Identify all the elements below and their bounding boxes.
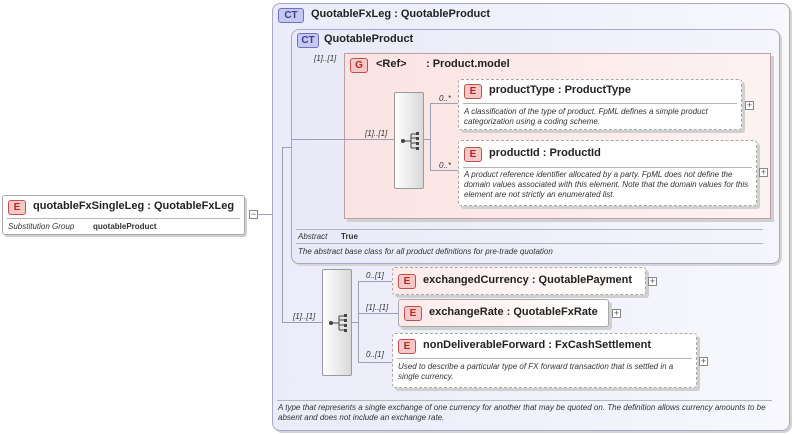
root-element-card[interactable]: E quotableFxSingleLeg : QuotableFxLeg Su…	[2, 195, 245, 235]
sequence-icon	[401, 132, 419, 150]
group-occurrence: [1]..[1]	[314, 54, 337, 63]
element-doc: Used to describe a particular type of FX…	[398, 362, 674, 381]
outer-type-doc: A type that represents a single exchange…	[278, 403, 766, 422]
connector	[430, 170, 458, 171]
outer-type-title: QuotableFxLeg : QuotableProduct	[311, 8, 491, 20]
connector	[430, 103, 458, 104]
connector	[358, 281, 392, 282]
divider	[296, 243, 763, 244]
exchanged-currency-element[interactable]: E exchangedCurrency : QuotablePayment	[392, 267, 646, 295]
element-badge: E	[398, 339, 416, 354]
group-name: : Product.model	[426, 58, 510, 70]
connector	[258, 214, 282, 215]
divider	[397, 358, 692, 359]
connector	[291, 139, 394, 140]
connector	[282, 147, 283, 322]
group-badge: G	[350, 58, 368, 73]
element-title: productId : ProductId	[489, 147, 601, 159]
sequence-occurrence: [1]..[1]	[365, 129, 388, 138]
sequence-compositor[interactable]	[322, 269, 352, 376]
element-occurrence: 0..*	[439, 161, 452, 170]
substitution-group-label: Substitution Group	[8, 222, 75, 231]
connector	[282, 322, 322, 323]
element-title: productType : ProductType	[489, 84, 631, 96]
collapse-toggle[interactable]: −	[249, 209, 258, 219]
divider	[7, 218, 240, 219]
element-occurrence: [1]..[1]	[366, 303, 389, 312]
product-type-element[interactable]: E productType : ProductType A classifica…	[458, 79, 742, 130]
divider	[296, 229, 763, 230]
element-occurrence: 0..[1]	[366, 350, 384, 359]
non-deliverable-forward-element[interactable]: E nonDeliverableForward : FxCashSettleme…	[392, 333, 697, 388]
element-doc: A classification of the type of product.…	[464, 107, 708, 126]
element-badge: E	[464, 147, 482, 162]
connector	[424, 139, 430, 140]
connector	[430, 103, 431, 170]
sequence-compositor[interactable]	[394, 92, 424, 189]
expand-toggle[interactable]: +	[699, 356, 708, 366]
connector	[358, 281, 359, 362]
element-occurrence: 0..*	[439, 94, 452, 103]
sequence-icon	[329, 314, 347, 332]
connector	[358, 362, 392, 363]
expand-toggle[interactable]: +	[745, 100, 754, 110]
expand-toggle[interactable]: +	[612, 308, 621, 318]
element-title: nonDeliverableForward : FxCashSettlement	[423, 339, 651, 351]
element-title: exchangeRate : QuotableFxRate	[429, 306, 598, 318]
complex-type-badge: CT	[297, 33, 319, 48]
base-type-doc: The abstract base class for all product …	[298, 247, 553, 256]
sequence-occurrence: [1]..[1]	[293, 312, 316, 321]
connector	[352, 322, 358, 323]
element-badge: E	[398, 274, 416, 289]
element-title: exchangedCurrency : QuotablePayment	[423, 274, 633, 286]
root-element-title: quotableFxSingleLeg : QuotableFxLeg	[33, 200, 235, 212]
expand-toggle[interactable]: +	[648, 276, 657, 286]
divider	[463, 103, 737, 104]
exchange-rate-element[interactable]: E exchangeRate : QuotableFxRate	[398, 299, 609, 327]
product-id-element[interactable]: E productId : ProductId A product refere…	[458, 140, 757, 206]
element-badge: E	[464, 84, 482, 99]
element-doc: A product reference identifier allocated…	[464, 170, 749, 199]
element-occurrence: 0..[1]	[366, 271, 384, 280]
abstract-value: True	[341, 232, 358, 241]
divider	[463, 167, 752, 168]
group-ref-label: <Ref>	[376, 58, 407, 70]
connector	[358, 313, 398, 314]
divider	[277, 400, 772, 401]
expand-toggle[interactable]: +	[759, 167, 768, 177]
base-type-title: QuotableProduct	[324, 33, 414, 45]
substitution-group-value: quotableProduct	[93, 222, 157, 231]
complex-type-badge: CT	[278, 8, 304, 23]
element-badge: E	[8, 200, 26, 215]
element-badge: E	[404, 306, 422, 321]
connector	[282, 147, 292, 148]
abstract-label: Abstract	[298, 232, 328, 241]
